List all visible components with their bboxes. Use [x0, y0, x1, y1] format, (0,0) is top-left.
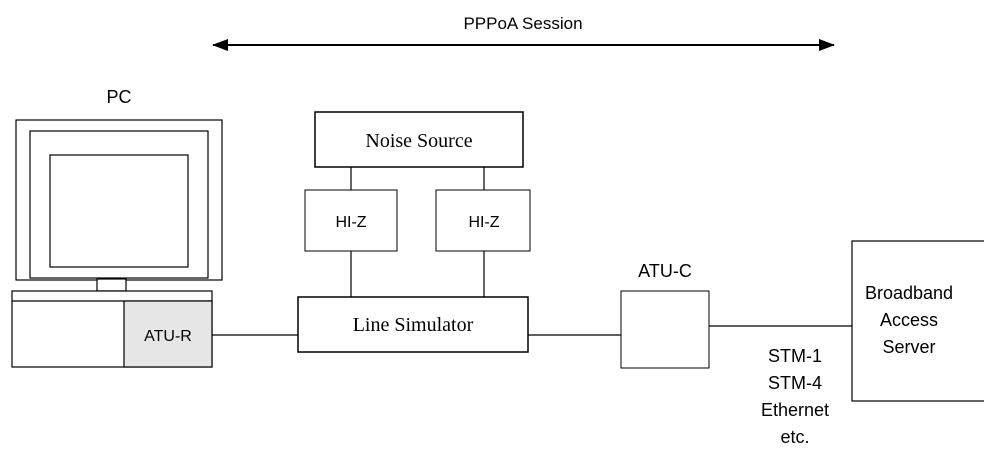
atu-r-box: [123, 300, 213, 368]
atu-c-box: [620, 290, 710, 369]
link-label-line3: Ethernet: [761, 400, 829, 420]
hiz-right-box: [435, 189, 531, 252]
atu-c-label: ATU-C: [638, 261, 692, 281]
line-simulator-box: [297, 296, 529, 353]
bas-label-line1: Broadband: [865, 283, 953, 303]
noise-source-label: Noise Source: [365, 130, 472, 152]
pc-monitor: [15, 119, 223, 292]
pc-label: PC: [106, 87, 131, 107]
hiz-right-label: HI-Z: [468, 214, 499, 231]
bas-label-line2: Access: [880, 310, 938, 330]
bas-label-line3: Server: [882, 337, 935, 357]
bas-box: [851, 240, 984, 402]
link-label-line2: STM-4: [768, 373, 822, 393]
link-label-line1: STM-1: [768, 346, 822, 366]
pppoa-session-label: PPPoA Session: [463, 14, 582, 33]
line-simulator-label: Line Simulator: [353, 314, 474, 336]
hiz-left-label: HI-Z: [335, 214, 366, 231]
atu-r-label: ATU-R: [144, 328, 192, 345]
hiz-left-box: [304, 189, 398, 252]
noise-source-box: [314, 111, 524, 168]
link-label-line4: etc.: [780, 427, 809, 447]
